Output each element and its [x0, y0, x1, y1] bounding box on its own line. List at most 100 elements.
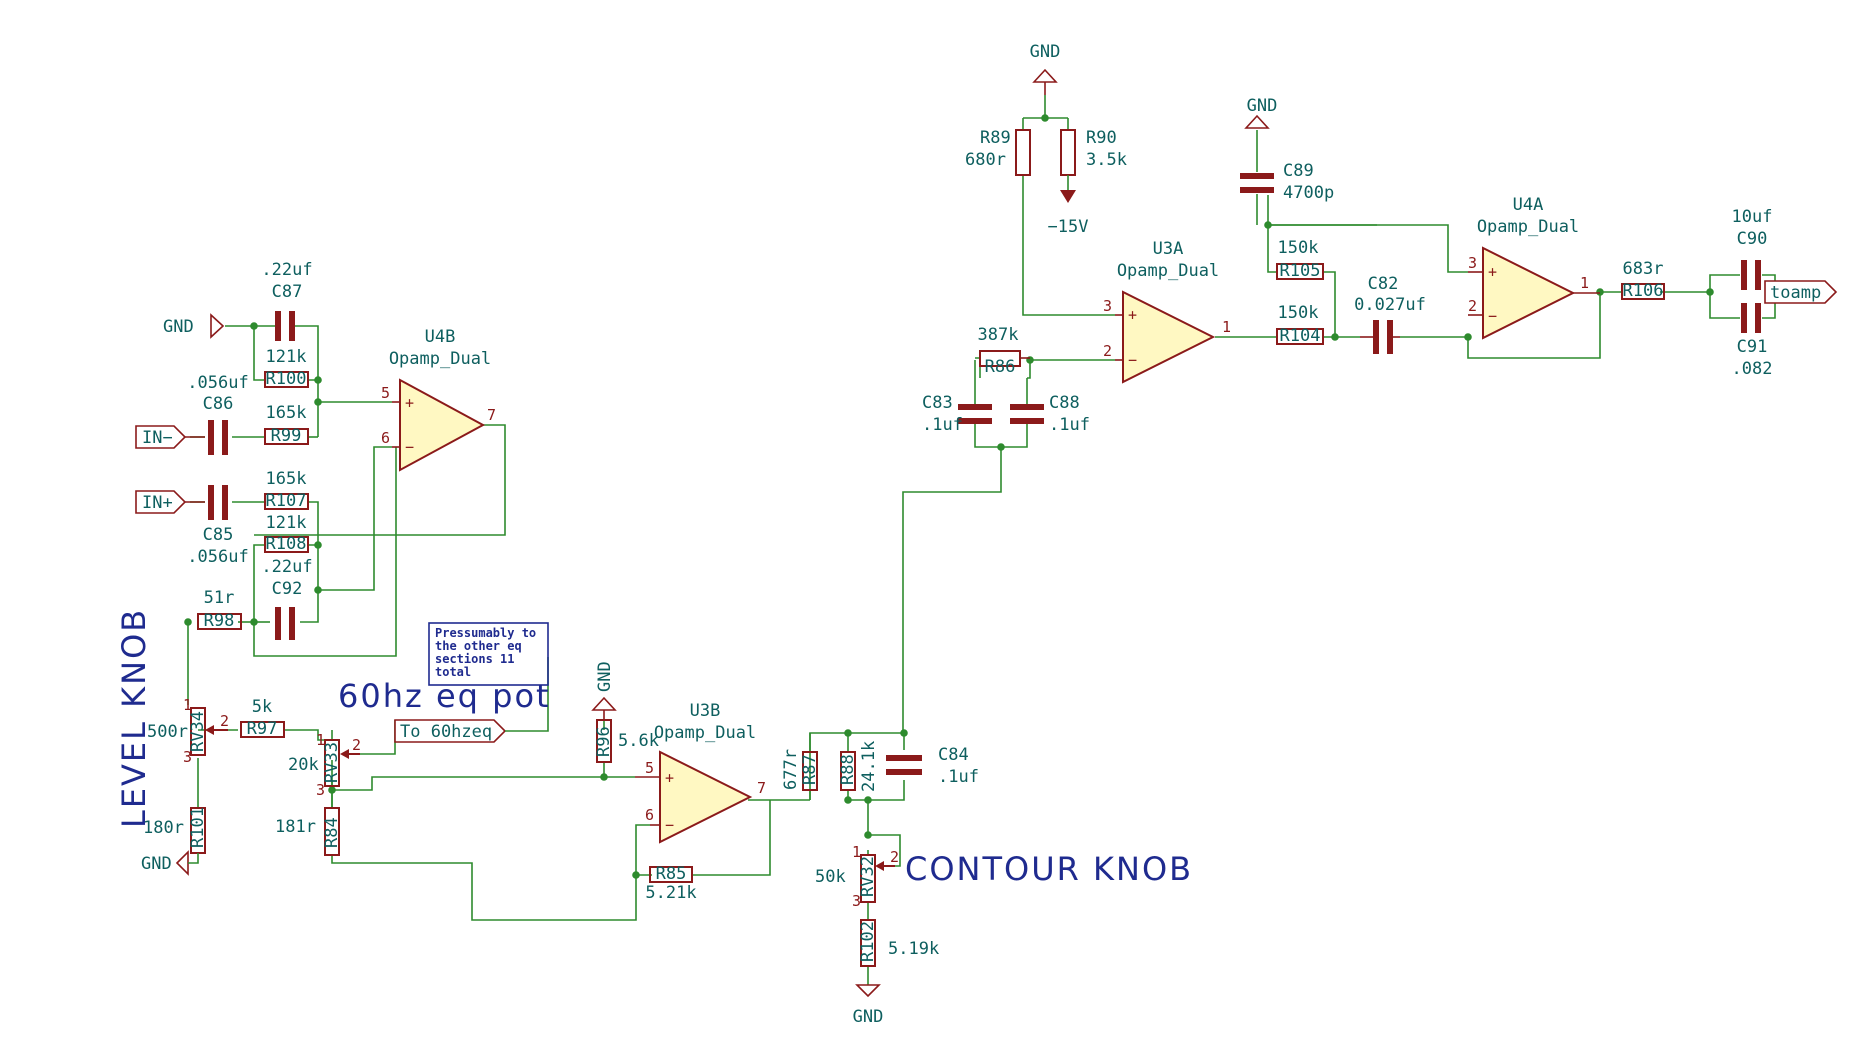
pot-rv34	[190, 707, 206, 756]
rv32-pin3: 3	[852, 892, 861, 910]
c85-value: .056uf	[187, 547, 248, 567]
r100-ref: R100	[266, 369, 307, 389]
r87-value: 677r	[781, 749, 801, 790]
u4b-ref: U4B	[425, 327, 456, 347]
u4b-pin-plus: 5	[381, 384, 390, 402]
c88-ref: C88	[1049, 393, 1080, 413]
resistor-r104	[1276, 328, 1324, 345]
r101-value: 180r	[143, 818, 184, 838]
r102-value: 5.19k	[888, 939, 939, 959]
resistor-r108	[264, 536, 309, 553]
opamp-u4b: + − 5 6 7 U4B Opamp_Dual	[381, 327, 496, 472]
u3a-value: Opamp_Dual	[1117, 261, 1219, 281]
rv34-ref: RV34	[188, 711, 208, 752]
u4a-pin-plus: 3	[1468, 254, 1477, 272]
rv33-pin3: 3	[316, 781, 325, 799]
gnd-symbol	[855, 984, 881, 998]
eq-pot-label: 60hz eq pot	[338, 677, 551, 715]
c87-ref: C87	[272, 282, 303, 302]
in-minus-label: IN−	[142, 428, 173, 448]
resistor-r88	[840, 751, 856, 791]
rv34-pin2: 2	[220, 712, 229, 730]
u3b-value: Opamp_Dual	[654, 723, 756, 743]
u4b-value: Opamp_Dual	[389, 349, 491, 369]
r89-value: 680r	[965, 150, 1006, 170]
gnd-label-top: GND	[1030, 42, 1061, 62]
c89-value: 4700p	[1283, 183, 1334, 203]
in-plus-label: IN+	[142, 493, 173, 513]
note-line-1: Pressumably to	[435, 626, 536, 640]
c83-value: .1uf	[922, 415, 963, 435]
r87-ref: R87	[800, 754, 820, 785]
gnd-label-c87: GND	[163, 317, 194, 337]
gnd-symbol	[1032, 68, 1058, 83]
opamp-u3b: + − 5 6 7 U3B Opamp_Dual	[635, 701, 766, 844]
rv33-pin1: 1	[316, 731, 325, 749]
c91-value: .082	[1732, 359, 1773, 379]
opamp-u4a: + − 3 2 1 U4A Opamp_Dual	[1468, 195, 1600, 340]
u3a-ref: U3A	[1153, 239, 1184, 259]
pot-rv32	[860, 854, 876, 903]
junctions	[184, 114, 1714, 879]
r106-value: 683r	[1623, 259, 1664, 279]
plus-sign: +	[665, 769, 674, 787]
c86-value: .056uf	[187, 373, 248, 393]
resistor-r90	[1060, 129, 1076, 176]
c84-ref: C84	[938, 745, 969, 765]
r90-value: 3.5k	[1086, 150, 1127, 170]
plus-sign: +	[405, 394, 414, 412]
rv32-ref: RV32	[858, 856, 878, 897]
note-line-3: sections 11	[435, 652, 514, 666]
gnd-symbol	[1244, 114, 1270, 129]
note-line-4: total	[435, 665, 471, 679]
resistor-r102	[860, 919, 876, 967]
port-toamp	[1764, 280, 1838, 304]
r104-ref: R104	[1280, 326, 1321, 346]
u3b-pin-plus: 5	[645, 759, 654, 777]
r105-value: 150k	[1278, 238, 1319, 258]
r84-ref: R84	[322, 817, 342, 848]
neg15v-label: −15V	[1048, 217, 1089, 237]
u4a-value: Opamp_Dual	[1477, 217, 1579, 237]
neg15v-symbol	[1060, 190, 1076, 203]
resistor-r106	[1621, 283, 1665, 300]
r97-value: 5k	[252, 697, 272, 717]
note-line-2: the other eq	[435, 639, 522, 653]
gnd-symbol	[591, 696, 617, 711]
gnd-label-bottom: GND	[853, 1007, 884, 1027]
u3a-pin-minus: 2	[1103, 342, 1112, 360]
rv33-value: 20k	[288, 755, 319, 775]
u3b-pin-out: 7	[757, 779, 766, 797]
r99-ref: R99	[271, 426, 302, 446]
r84-value: 181r	[275, 817, 316, 837]
c90-value: 10uf	[1732, 207, 1773, 227]
gnd-symbol	[175, 850, 189, 876]
r100-value: 121k	[266, 347, 307, 367]
gnd-label-c89: GND	[1247, 96, 1278, 116]
c82-value: 0.027uf	[1354, 295, 1426, 315]
plus-sign: +	[1488, 263, 1497, 281]
c84-value: .1uf	[938, 767, 979, 787]
rv33-pin2: 2	[352, 736, 361, 754]
resistor-r89	[1015, 129, 1031, 176]
c87-value: .22uf	[261, 260, 312, 280]
r96-value: 5.6k	[618, 731, 659, 751]
resistor-r97	[240, 721, 285, 738]
r98-value: 51r	[204, 588, 235, 608]
resistor-r100	[264, 371, 309, 388]
minus-sign: −	[1488, 307, 1497, 325]
r85-value: 5.21k	[645, 883, 696, 903]
rv34-pin3: 3	[183, 748, 192, 766]
r86-ref: R86	[985, 357, 1016, 377]
rv34-value: 500r	[147, 722, 188, 742]
level-knob-label: LEVEL KNOB	[115, 608, 153, 828]
rv33-ref: RV33	[322, 742, 342, 783]
capacitors: C89 4700p C82 0.027uf 10uf C90 C91 .082 …	[187, 130, 1772, 787]
c92-value: .22uf	[261, 557, 312, 577]
port-in-minus	[135, 425, 187, 449]
u4a-pin-out: 1	[1580, 274, 1589, 292]
resistor-r99	[264, 428, 309, 445]
minus-sign: −	[405, 438, 414, 456]
resistor-r98	[197, 613, 242, 630]
